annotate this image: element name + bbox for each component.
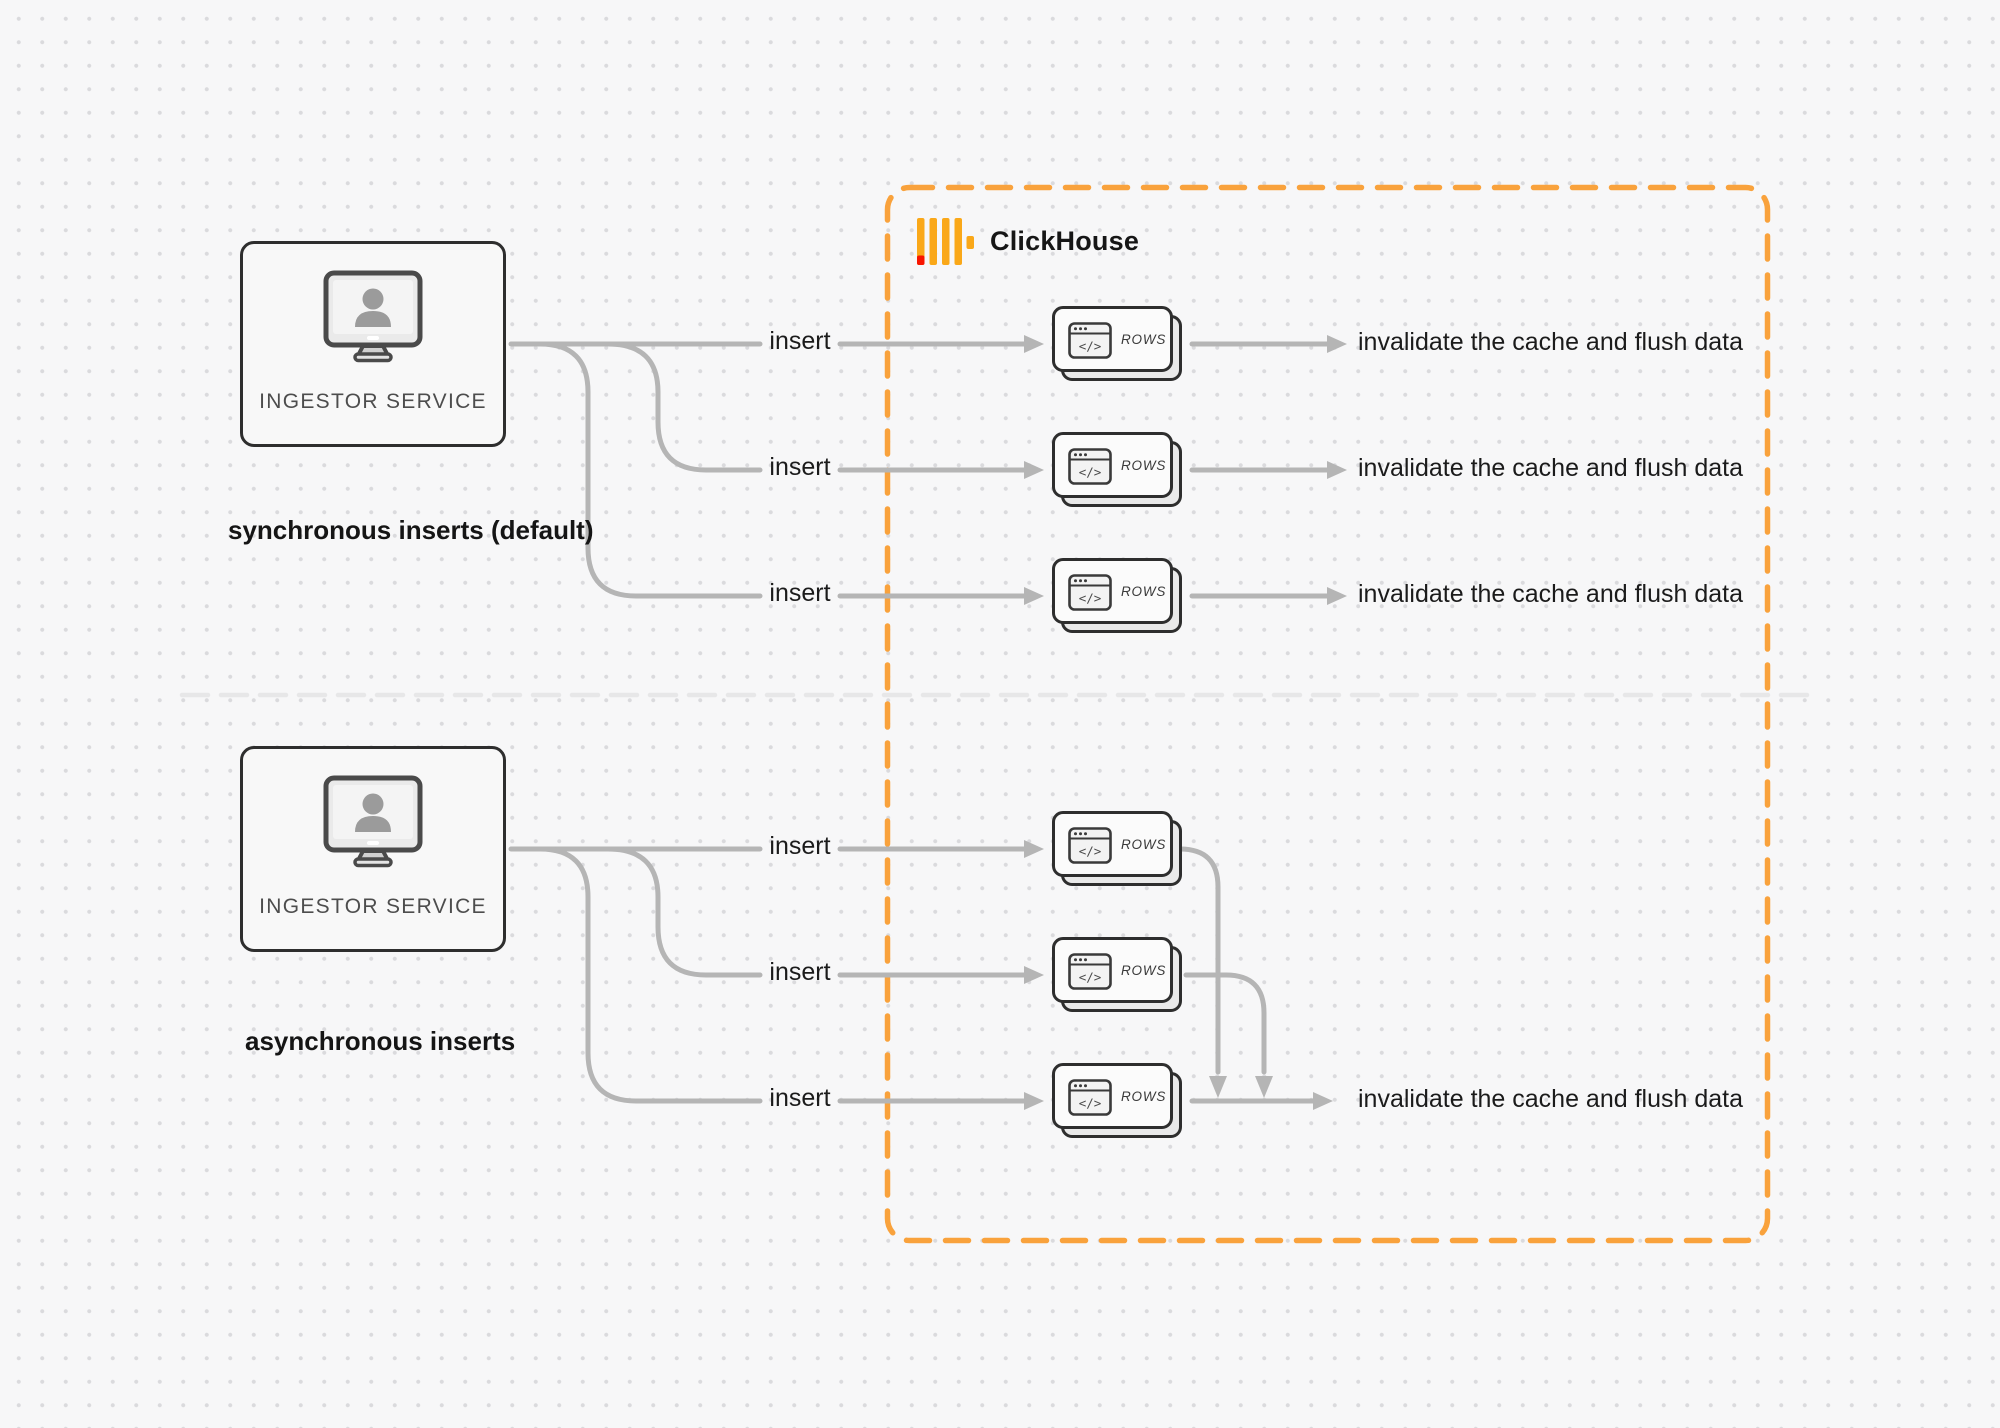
async-branch-row3 [537, 846, 763, 1104]
code-window-icon: </> [1068, 827, 1112, 864]
sync-section-label: synchronous inserts (default) [228, 515, 594, 545]
result-label: invalidate the cache and flush data [1358, 580, 1743, 608]
insert-label: insert [769, 579, 831, 607]
svg-text:</>: </> [1079, 339, 1102, 354]
rows-label: ROWS [1121, 583, 1167, 599]
service-label: INGESTOR SERVICE [259, 390, 487, 413]
result-label: invalidate the cache and flush data [1358, 328, 1743, 356]
sync-wires [508, 335, 1347, 605]
rows-label: ROWS [1121, 962, 1167, 978]
insert-label: insert [769, 327, 831, 355]
code-window-icon: </> [1068, 574, 1112, 611]
rows-card-front: </> ROWS [1052, 811, 1173, 877]
svg-text:</>: </> [1079, 844, 1102, 859]
rows-card-front: </> ROWS [1052, 1063, 1173, 1129]
result-label: invalidate the cache and flush data [1358, 1085, 1743, 1113]
clickhouse-boundary-box [884, 184, 1771, 1244]
async-buffer-drop-1 [1177, 846, 1221, 1075]
insert-label: insert [769, 832, 831, 860]
svg-text:</>: </> [1079, 970, 1102, 985]
rows-card: </> ROWS [1052, 432, 1182, 507]
sync-branch-row3 [537, 341, 763, 599]
monitor-user-icon [323, 775, 423, 868]
rows-label: ROWS [1121, 1088, 1167, 1104]
service-label: INGESTOR SERVICE [259, 895, 487, 918]
rows-card: </> ROWS [1052, 1063, 1182, 1138]
async-buffer-drop-2 [1183, 972, 1267, 1075]
async-section-label: asynchronous inserts [245, 1026, 516, 1056]
svg-text:</>: </> [1079, 1096, 1102, 1111]
code-window-icon: </> [1068, 1079, 1112, 1116]
rows-card: </> ROWS [1052, 306, 1182, 381]
clickhouse-label: ClickHouse [990, 226, 1140, 256]
code-window-icon: </> [1068, 953, 1112, 990]
rows-card-front: </> ROWS [1052, 937, 1173, 1003]
rows-label: ROWS [1121, 331, 1167, 347]
rows-label: ROWS [1121, 457, 1167, 473]
rows-card-front: </> ROWS [1052, 432, 1173, 498]
rows-card: </> ROWS [1052, 811, 1182, 886]
ingestor-service-box-sync: INGESTOR SERVICE [240, 241, 506, 447]
async-branch-row2 [605, 846, 763, 978]
insert-label: insert [769, 958, 831, 986]
monitor-user-icon [323, 270, 423, 363]
rows-card: </> ROWS [1052, 558, 1182, 633]
sync-branch-row2 [605, 341, 763, 473]
svg-text:</>: </> [1079, 465, 1102, 480]
clickhouse-logo-icon [917, 218, 974, 265]
rows-card: </> ROWS [1052, 937, 1182, 1012]
svg-text:</>: </> [1079, 591, 1102, 606]
rows-card-front: </> ROWS [1052, 306, 1173, 372]
rows-card-front: </> ROWS [1052, 558, 1173, 624]
async-wires [508, 840, 1333, 1110]
insert-label: insert [769, 1084, 831, 1112]
clickhouse-logo-red-mark [917, 255, 925, 265]
code-window-icon: </> [1068, 448, 1112, 485]
code-window-icon: </> [1068, 322, 1112, 359]
ingestor-service-box-async: INGESTOR SERVICE [240, 746, 506, 952]
insert-label: insert [769, 453, 831, 481]
rows-label: ROWS [1121, 836, 1167, 852]
result-label: invalidate the cache and flush data [1358, 454, 1743, 482]
